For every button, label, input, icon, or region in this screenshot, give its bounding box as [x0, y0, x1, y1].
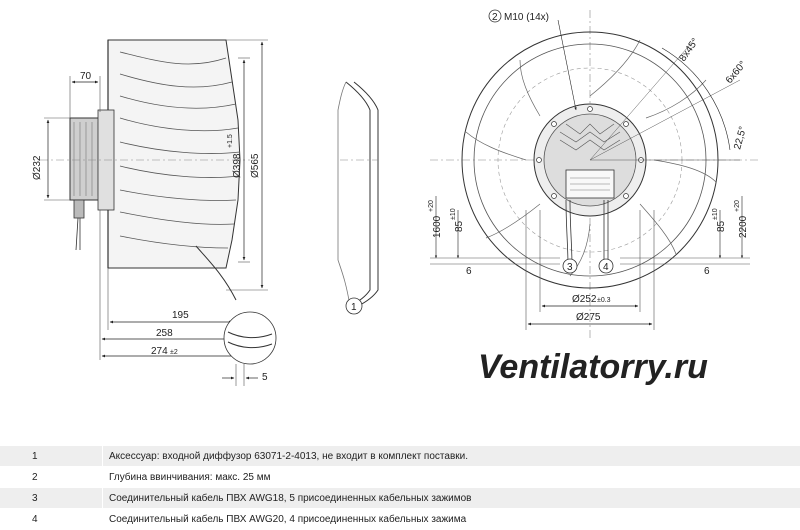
front-view: 2 M10 (14x) 8x45° 6x60° 22,5° 3 4 1600 +…	[428, 10, 760, 340]
note-text: Аксессуар: входной диффузор 63071-2-4013…	[103, 446, 800, 467]
dim-274-tol: ±2	[170, 349, 178, 356]
notes-table: 1 Аксессуар: входной диффузор 63071-2-40…	[0, 446, 800, 530]
note-number: 1	[0, 446, 103, 467]
dim-d252: Ø252	[572, 294, 597, 305]
dim-85a: 85	[454, 220, 465, 232]
dim-2200-tol: +20	[734, 200, 741, 212]
dim-2200: 2200	[738, 215, 749, 238]
dim-d252-tol: ±0.3	[597, 297, 611, 304]
dim-258: 258	[156, 328, 173, 339]
dim-d275: Ø275	[576, 312, 601, 323]
dim-85b: 85	[716, 220, 727, 232]
dim-1600-tol: +20	[428, 200, 435, 212]
impeller-outline	[108, 40, 240, 268]
technical-drawing: Ventilatorry.ru	[0, 0, 800, 440]
note-number: 2	[0, 467, 103, 488]
table-row: 3 Соединительный кабель ПВХ AWG18, 5 при…	[0, 488, 800, 509]
watermark-text: Ventilatorry.ru	[478, 348, 708, 386]
angle-8x45: 8x45°	[677, 36, 701, 63]
table-row: 2 Глубина ввинчивания: макс. 25 мм	[0, 467, 800, 488]
dim-195: 195	[172, 310, 189, 321]
dim-d398: Ø398	[232, 153, 243, 178]
callout-1-label: 1	[351, 302, 357, 313]
dim-d398-tol: +1.5	[227, 134, 234, 148]
table-row: 1 Аксессуар: входной диффузор 63071-2-40…	[0, 446, 800, 467]
dim-1600: 1600	[432, 215, 443, 238]
thread-label: M10 (14x)	[504, 12, 549, 23]
note-text: Глубина ввинчивания: макс. 25 мм	[103, 467, 800, 488]
callout-4-label: 4	[603, 262, 609, 273]
note-text: Соединительный кабель ПВХ AWG18, 5 присо…	[103, 488, 800, 509]
dim-70: 70	[80, 71, 92, 82]
note-text: Соединительный кабель ПВХ AWG20, 4 присо…	[103, 509, 800, 530]
note-number: 4	[0, 509, 103, 530]
callout-2-label: 2	[492, 12, 498, 23]
callout-3-label: 3	[567, 262, 573, 273]
dim-d232: Ø232	[32, 155, 43, 180]
angle-22-5: 22,5°	[732, 125, 749, 151]
side-view: 70 Ø232 Ø398 +1.5 Ø565 195 258 274 ±2	[32, 40, 276, 386]
dim-6b: 6	[704, 266, 710, 277]
dim-6a: 6	[466, 266, 472, 277]
dim-274: 274	[151, 346, 168, 357]
dim-85b-tol: ±10	[712, 208, 719, 220]
dim-5: 5	[262, 372, 268, 383]
dim-85a-tol: ±10	[450, 208, 457, 220]
dim-d565: Ø565	[250, 153, 261, 178]
table-row: 4 Соединительный кабель ПВХ AWG20, 4 при…	[0, 509, 800, 530]
note-number: 3	[0, 488, 103, 509]
cable-gland	[74, 200, 84, 218]
inlet-diffuser	[338, 82, 378, 306]
